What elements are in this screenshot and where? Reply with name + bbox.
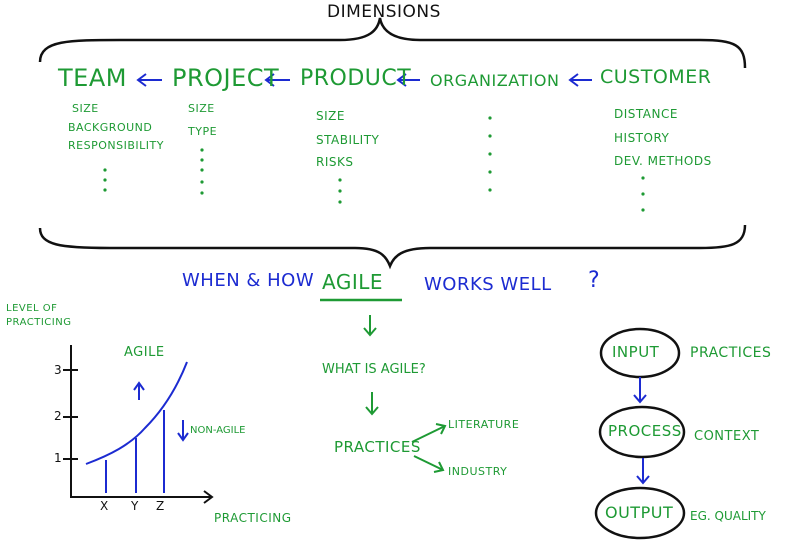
question-suffix: Works Well: [424, 274, 552, 295]
top-brace: [38, 17, 747, 69]
product-attr-stability: Stability: [316, 133, 380, 147]
model-output-note: Eg. Quality: [690, 509, 766, 523]
graph-y-tick-1: 1: [54, 451, 63, 465]
graph-agile-label: Agile: [124, 345, 165, 360]
dimension-customer: Customer: [600, 66, 712, 88]
customer-attr-history: History: [614, 131, 670, 145]
question-mark: ?: [588, 268, 601, 293]
question-prefix: When & How: [182, 270, 315, 291]
graph-x-tick-y: Y: [131, 499, 139, 513]
dimension-product: Product: [300, 66, 412, 91]
bottom-brace: [38, 224, 747, 270]
practices-label: Practices: [334, 438, 421, 456]
team-attr-size: Size: [72, 102, 99, 115]
graph-y-label-line2: Practicing: [6, 317, 72, 328]
literature-label: Literature: [448, 418, 520, 431]
dimension-organization: Organization: [430, 71, 560, 90]
what-is-agile: What is Agile?: [322, 362, 426, 377]
graph-x-label: Practicing: [214, 511, 292, 525]
dimension-team: Team: [58, 64, 127, 92]
graph-y-tick-2: 2: [54, 409, 63, 423]
model-process-note: Context: [694, 429, 760, 444]
product-attr-risks: Risks: [316, 155, 354, 169]
model-output: Output: [605, 503, 674, 522]
graph-x-tick-z: Z: [156, 499, 165, 513]
project-attr-size: Size: [188, 102, 215, 115]
model-process: Process: [608, 422, 682, 440]
industry-label: Industry: [448, 465, 508, 478]
question-agile: Agile: [322, 270, 384, 294]
project-attr-type: Type: [188, 125, 218, 138]
team-attr-background: Background: [68, 121, 153, 134]
customer-attr-dev-methods: Dev. Methods: [614, 154, 712, 168]
dimension-arrows: [136, 73, 592, 87]
model-arrows: [633, 377, 650, 485]
graph-non-agile-label: Non-Agile: [190, 425, 246, 436]
dimension-project: Project: [172, 64, 280, 92]
graph-y-label-line1: Level of: [6, 303, 58, 314]
dimensions-title: Dimensions: [327, 2, 441, 22]
middle-arrows: [363, 315, 447, 473]
graph-y-tick-3: 3: [54, 363, 63, 377]
customer-attr-distance: Distance: [614, 107, 678, 121]
graph-axes: [63, 345, 214, 504]
graph-x-tick-x: X: [100, 499, 109, 513]
ellipsis-dots: [103, 116, 645, 212]
model-input: Input: [612, 343, 660, 361]
product-attr-size: Size: [316, 109, 345, 123]
team-attr-responsibility: Responsibility: [68, 139, 164, 152]
graph-curve: [85, 361, 189, 493]
model-input-note: Practices: [690, 345, 772, 361]
